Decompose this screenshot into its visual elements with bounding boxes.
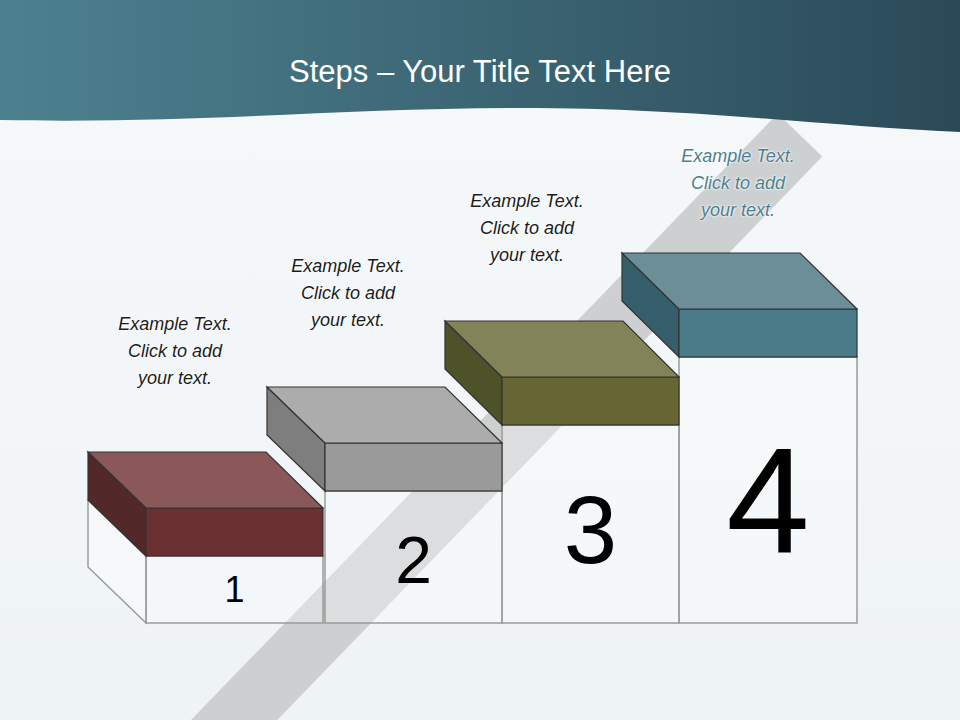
slide-title: Steps – Your Title Text Here (0, 54, 960, 90)
header-band (0, 0, 960, 132)
step-number: 4 (726, 425, 809, 575)
block-top-face (267, 387, 502, 443)
step-block: Example Text. Click to add your text. 3 (441, 182, 683, 627)
block-top-face (622, 253, 857, 309)
step-number: 1 (224, 572, 244, 608)
block-front-face (502, 377, 679, 425)
block-top-face (445, 321, 679, 377)
step-column (502, 425, 679, 623)
block-top-face (88, 452, 323, 508)
step-column (325, 491, 502, 623)
step-description: Example Text. Click to add your text. (110, 311, 240, 392)
block-front-face (325, 443, 502, 491)
step-block: Example Text. Click to add your text. 1 (84, 305, 327, 627)
step-column (146, 556, 323, 623)
block-front-face (146, 508, 323, 556)
step-description: Example Text. Click to add your text. (283, 253, 413, 334)
step-block: Example Text. Click to add your text. 2 (263, 247, 506, 627)
step-column (679, 357, 857, 623)
step-description: Example Text. Click to add your text. (462, 188, 592, 269)
block-front-face (679, 309, 857, 357)
step-description: Example Text. Click to add your text. (673, 143, 803, 224)
step-number: 3 (564, 482, 617, 578)
step-block: Example Text. Click to add your text. 4 (618, 137, 861, 627)
step-shape-group (622, 253, 857, 623)
step-shape-group (445, 321, 679, 623)
step-shape-group (267, 387, 502, 623)
step-number: 2 (395, 527, 432, 593)
step-shape-group (88, 452, 323, 623)
step-shape (263, 247, 506, 627)
